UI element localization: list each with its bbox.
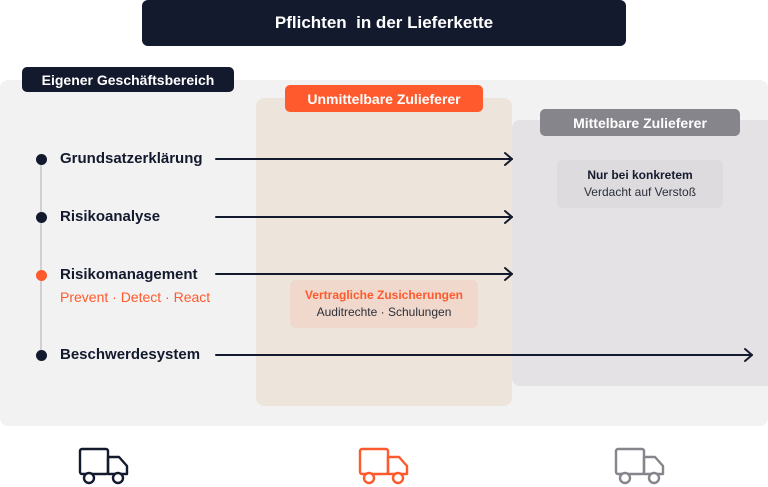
note-indirect-text: Verdacht auf Verstoß <box>583 185 697 199</box>
note-direct-text: Auditrechte · Schulungen <box>316 305 452 319</box>
arrow-risikomanagement <box>215 267 513 281</box>
truck-icon <box>78 447 129 485</box>
diagram-title: Pflichten in der Lieferkette <box>142 0 626 46</box>
duty-label-risikomanagement: Risikomanagement <box>60 266 198 283</box>
arrow-risikoanalyse <box>215 210 513 224</box>
duty-sublabel-risikomanagement: Prevent · Detect · React <box>60 289 211 305</box>
duty-bullet-highlight <box>36 270 47 281</box>
arrow-beschwerdesystem <box>215 348 753 362</box>
duty-label-risikoanalyse: Risikoanalyse <box>60 208 161 225</box>
duty-label-beschwerdesystem: Beschwerdesystem <box>60 346 201 363</box>
arrow-grundsatzerklaerung <box>215 152 513 166</box>
zone-indirect-label: Mittelbare Zulieferer <box>540 109 740 136</box>
note-direct-suppliers: Vertragliche Zusicherungen Auditrechte ·… <box>290 280 478 328</box>
truck-icon <box>358 447 409 485</box>
timeline-line <box>40 160 42 356</box>
duty-bullet <box>36 154 47 165</box>
duty-label-grundsatzerklaerung: Grundsatzerklärung <box>60 150 203 167</box>
note-indirect-title: Nur bei konkretem <box>587 168 693 182</box>
duty-bullet <box>36 212 47 223</box>
zone-direct-label: Unmittelbare Zulieferer <box>285 85 483 112</box>
note-indirect-suppliers: Nur bei konkretem Verdacht auf Verstoß <box>557 160 723 208</box>
zone-own-label: Eigener Geschäftsbereich <box>22 67 234 92</box>
duty-bullet <box>36 350 47 361</box>
note-direct-title: Vertragliche Zusicherungen <box>304 288 464 302</box>
truck-icon <box>614 447 665 485</box>
